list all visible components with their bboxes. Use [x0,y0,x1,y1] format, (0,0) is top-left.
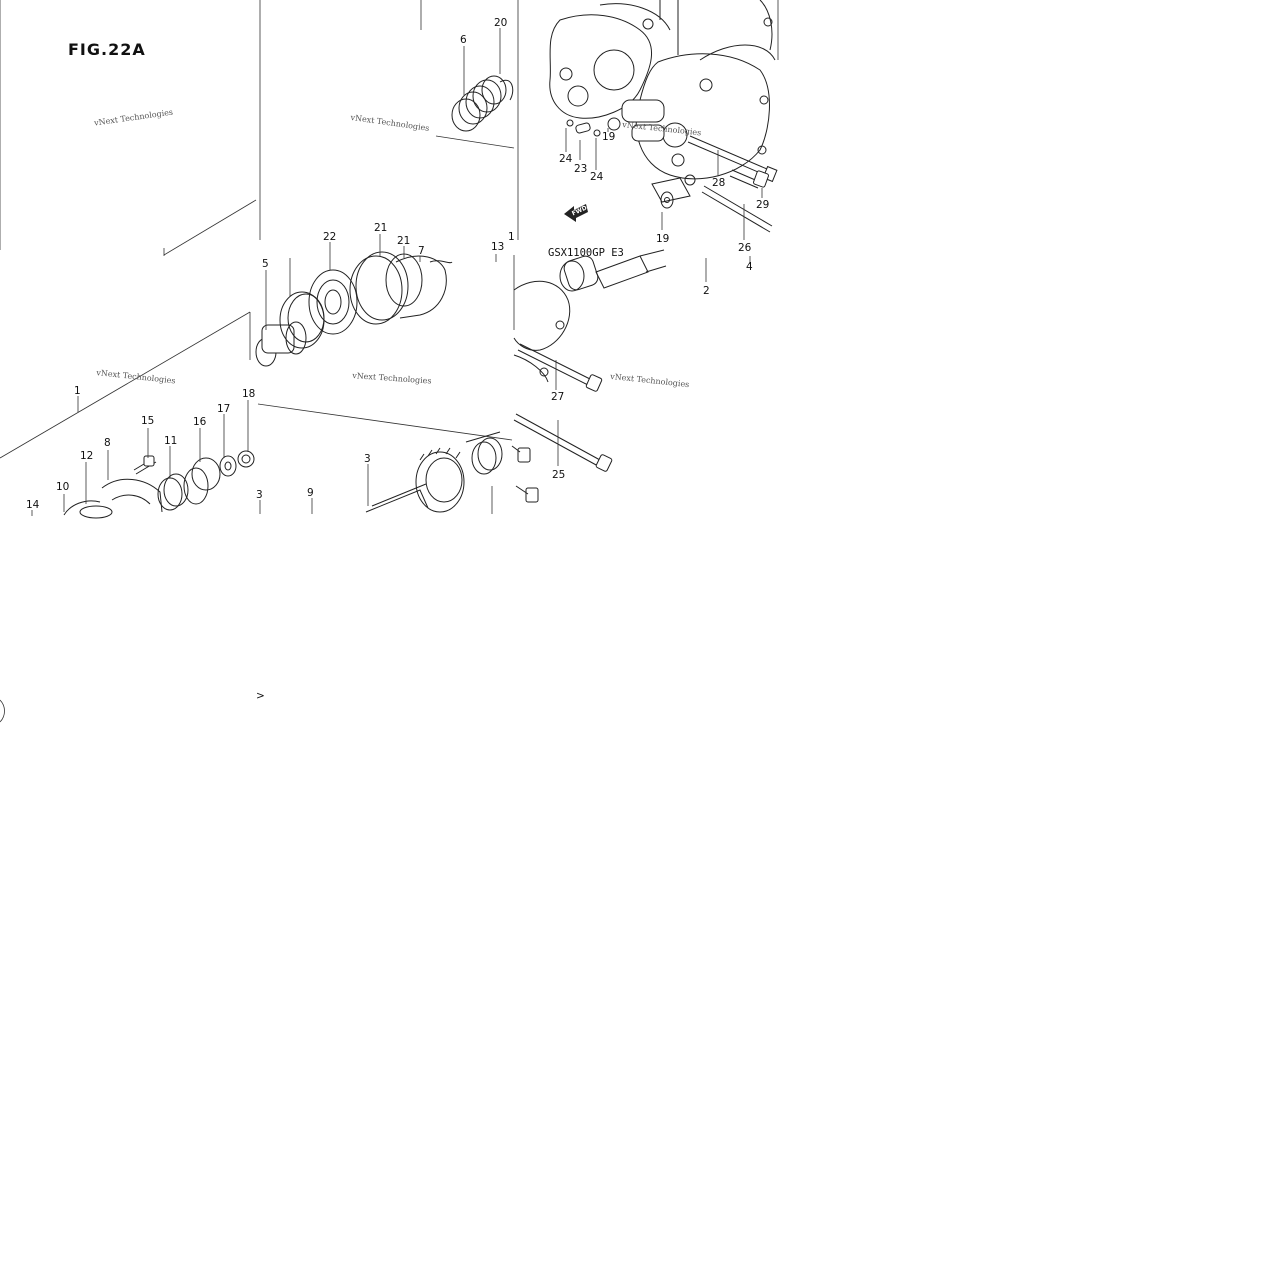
callout-13: 13 [491,241,504,253]
callout-16: 16 [193,416,207,428]
callout-26: 26 [738,242,752,254]
watermark-2: vNext Technologies [349,113,430,133]
callout-11: 11 [164,435,177,447]
watermark-1: vNext Technologies [93,108,174,128]
callout-numbers: 1 2 3 3 4 5 6 7 8 9 10 11 12 13 14 15 16… [26,17,769,511]
stray-curve [0,699,5,723]
watermark-6: vNext Technologies [609,372,690,389]
bearing-assembly [255,251,453,367]
callout-3-lower: 3 [256,489,263,501]
callout-20: 20 [494,17,507,29]
callout-12: 12 [80,450,93,462]
damper-spring [451,75,514,132]
variant-label: GSX1100GP E3 [548,247,624,259]
callout-6: 6 [460,34,467,46]
callout-24-second: 24 [590,171,604,183]
callout-19: 19 [602,131,615,143]
callout-27: 27 [551,391,564,403]
output-shaft-housing [511,249,667,503]
callout-3: 3 [364,453,371,465]
callout-23: 23 [574,163,587,175]
callout-14: 14 [26,499,40,511]
callout-21: 21 [374,222,387,234]
drive-shaft-ring-gear [365,431,503,513]
fwd-arrow-icon: FWD [564,204,588,222]
callout-8: 8 [104,437,111,449]
callout-21-second: 21 [397,235,410,247]
panel-lines [0,0,779,459]
leader-lines [31,28,763,516]
callout-17: 17 [217,403,230,415]
callout-28: 28 [712,177,725,189]
watermark-4: vNext Technologies [95,368,176,385]
figure-title: FIG.22A [68,40,146,59]
callout-5: 5 [262,258,269,270]
pinion-gear-group [63,450,255,519]
callout-4: 4 [746,261,753,273]
watermark-5: vNext Technologies [351,371,432,386]
callout-1-partial: 1 [508,231,515,243]
gear-case-cover [549,0,776,203]
callout-7: 7 [418,245,425,257]
callout-2: 2 [703,285,710,297]
callout-15: 15 [141,415,154,427]
stray-mark: > [256,690,265,702]
callout-9: 9 [307,487,314,499]
dowel-pins [566,117,674,209]
callout-24: 24 [559,153,573,165]
callout-29: 29 [756,199,769,211]
callout-18: 18 [242,388,255,400]
callout-19-lower: 19 [656,233,669,245]
callout-10: 10 [56,481,69,493]
callout-25: 25 [552,469,565,481]
long-bolts-upper [687,135,778,233]
callout-22: 22 [323,231,336,243]
callout-1: 1 [74,385,81,397]
